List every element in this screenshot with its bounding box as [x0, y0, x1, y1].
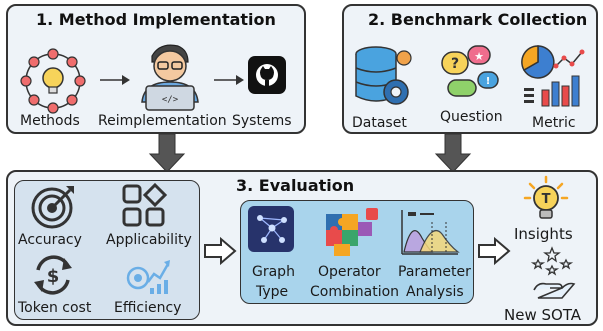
small-arrow-icon	[214, 75, 244, 85]
operator-label: Operator	[318, 264, 381, 280]
method-panel-title: 1. Method Implementation	[36, 10, 276, 29]
dataset-label: Dataset	[352, 115, 407, 131]
svg-text:$: $	[47, 266, 60, 287]
hand-stars-icon	[530, 246, 576, 299]
efficiency-label: Efficiency	[114, 300, 182, 316]
hollow-arrow-icon	[478, 236, 511, 266]
parameter-label: Parameter	[398, 264, 471, 280]
small-arrow-icon	[100, 75, 130, 85]
database-gear-icon	[355, 46, 412, 105]
down-arrow-icon	[434, 133, 472, 173]
token-cost-label: Token cost	[18, 300, 92, 316]
metric-label: Metric	[532, 115, 576, 131]
target-icon	[31, 186, 74, 229]
lightbulb-icon: T	[523, 175, 569, 219]
svg-text:</>: </>	[162, 95, 179, 105]
reimplementation-label: Reimplementation	[98, 113, 227, 129]
puzzle-icon	[326, 208, 378, 256]
combination-label: Combination	[310, 284, 400, 300]
systems-label: Systems	[232, 113, 292, 129]
insights-label: Insights	[514, 225, 573, 243]
criteria-box	[14, 180, 200, 320]
github-icon	[248, 56, 286, 94]
graph-type-label-2: Type	[256, 284, 289, 300]
developer-icon: </>	[141, 44, 199, 111]
new-sota-label: New SOTA	[504, 306, 582, 324]
svg-text:T: T	[542, 192, 551, 207]
question-bubbles-icon: ? ★ !	[441, 45, 499, 97]
efficiency-icon	[126, 260, 170, 294]
parameter-chart-icon	[401, 210, 460, 255]
hollow-arrow-icon	[204, 236, 237, 266]
analysis-label: Analysis	[406, 284, 464, 300]
applicability-label: Applicability	[106, 232, 192, 248]
svg-text:★: ★	[474, 50, 484, 63]
benchmark-panel-title: 2. Benchmark Collection	[368, 10, 588, 29]
token-cycle-icon: $	[34, 255, 72, 295]
methods-label: Methods	[20, 113, 80, 129]
svg-text:?: ?	[451, 56, 459, 72]
accuracy-label: Accuracy	[18, 232, 82, 248]
idea-cycle-icon	[20, 48, 86, 114]
pie-bar-chart-icon	[521, 45, 585, 107]
evaluation-panel-title: 3. Evaluation	[236, 176, 355, 195]
svg-text:!: !	[486, 76, 491, 87]
shapes-icon	[122, 182, 168, 227]
question-label: Question	[440, 109, 503, 125]
down-arrow-icon	[148, 133, 186, 173]
graph-type-label-1: Graph	[252, 264, 295, 280]
graph-network-icon	[248, 206, 294, 252]
